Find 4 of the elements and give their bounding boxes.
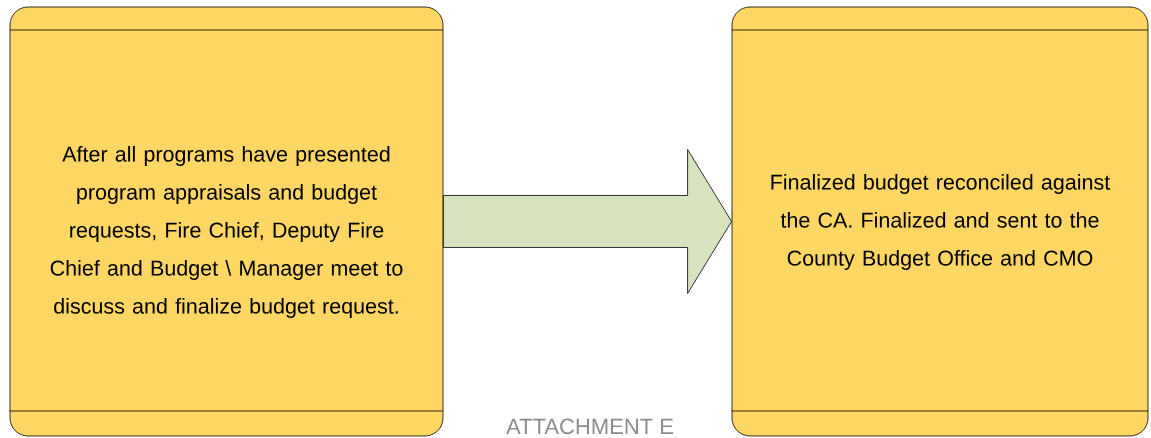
attachment-label: ATTACHMENT E: [506, 418, 673, 435]
box-text: Finalized budget reconciled against the CA. Finalized and sent to the County Budget Office and CMO: [771, 174, 1111, 270]
box-text: After all programs have presented program appraisals and budget requests, Fire Chief, Deputy Fire Chief and Budget \ Manager meet to discuss and finalize budget request.: [50, 146, 403, 318]
block-arrow: [443, 149, 732, 294]
